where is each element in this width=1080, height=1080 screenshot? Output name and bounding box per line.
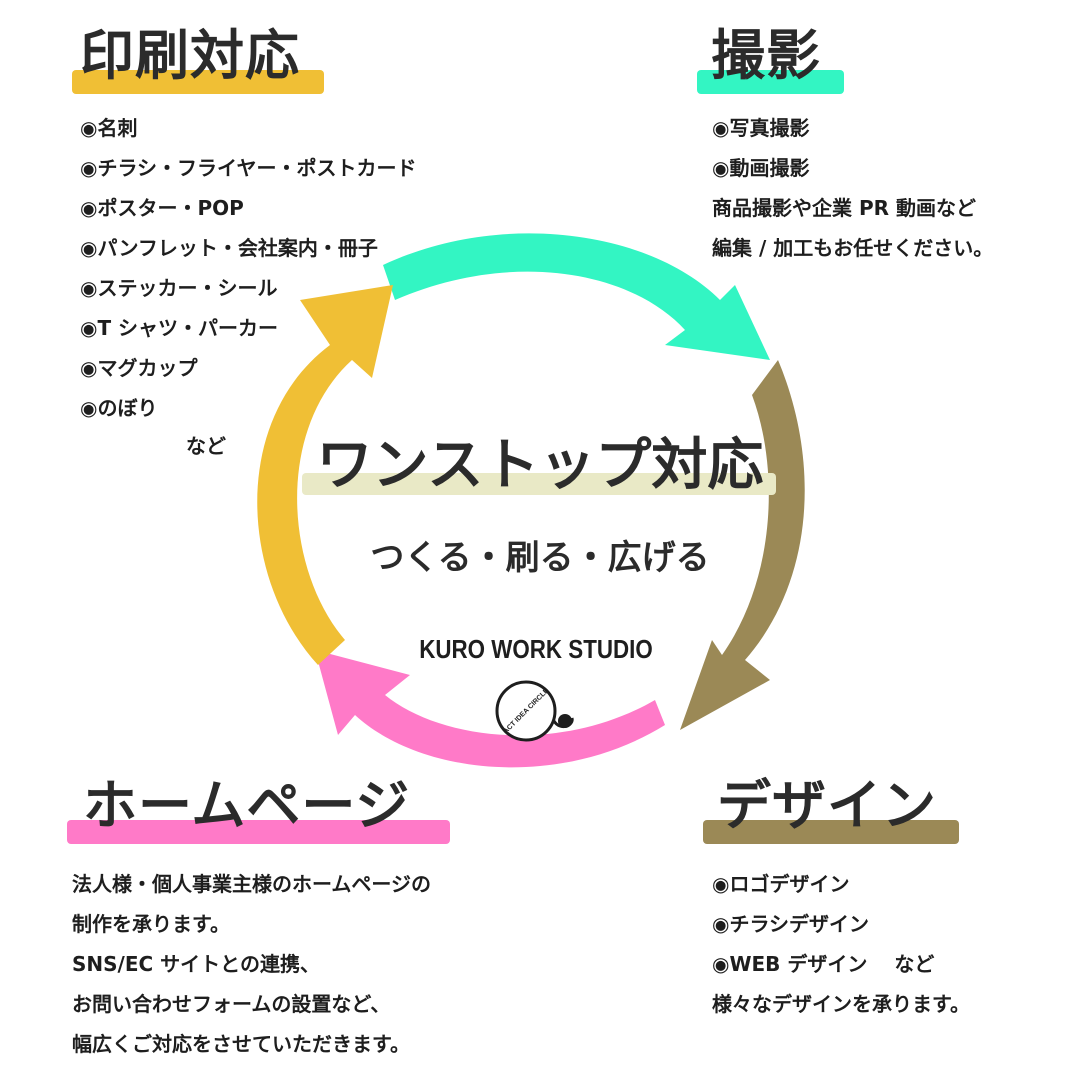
list-item: ◉チラシデザイン [712, 912, 870, 936]
print-heading: 印刷対応 [72, 14, 324, 94]
print-service-list: ◉名刺 ◉チラシ・フライヤー・ポストカード ◉ポスター・POP ◉パンフレット・… [80, 108, 416, 428]
center-title-highlight [302, 473, 776, 495]
print-heading-underline [72, 70, 324, 94]
print-etc-label: など [186, 434, 226, 458]
arrow-photo-to-design [680, 360, 805, 730]
list-item: ◉T シャツ・パーカー [80, 316, 279, 340]
photo-heading-text: 撮影 [711, 24, 821, 87]
list-item: ◉名刺 [80, 116, 138, 140]
web-description-line: 制作を承ります。 [72, 912, 230, 936]
web-description-line: お問い合わせフォームの設置など、 [72, 992, 391, 1016]
arrow-web-to-print [257, 285, 393, 665]
photo-heading-underline [697, 70, 844, 94]
center-subtitle: つくる・刷る・広げる [370, 538, 710, 578]
studio-name: KURO WORK STUDIO [419, 634, 653, 664]
list-item: ◉WEB デザイン など [712, 952, 935, 976]
list-item: ◉ポスター・POP [80, 196, 244, 220]
list-item: ◉写真撮影 [712, 116, 810, 140]
design-heading: デザイン [703, 764, 959, 844]
web-heading: ホームページ [67, 764, 450, 844]
web-description-line: 法人様・個人事業主様のホームページの [72, 872, 431, 896]
design-service-list: ◉ロゴデザイン ◉チラシデザイン ◉WEB デザイン など 様々なデザインを承り… [712, 864, 970, 1024]
design-heading-underline [703, 820, 959, 844]
list-item: ◉チラシ・フライヤー・ポストカード [80, 156, 417, 180]
web-description-line: SNS/EC サイトとの連携、 [72, 952, 320, 976]
design-heading-text: デザイン [717, 774, 937, 837]
web-description-line: 幅広くご対応をさせていただきます。 [72, 1032, 410, 1056]
photo-heading: 撮影 [697, 14, 844, 94]
list-item: 商品撮影や企業 PR 動画など [712, 196, 976, 220]
center-title: ワンストップ対応 [316, 433, 764, 498]
list-item: ◉ステッカー・シール [80, 276, 278, 300]
list-item: 様々なデザインを承ります。 [712, 992, 970, 1016]
list-item: ◉マグカップ [80, 356, 198, 380]
arrow-design-to-web [315, 650, 665, 768]
studio-logo: ACT IDEA CIRCLE [495, 680, 574, 742]
web-heading-text: ホームページ [83, 774, 411, 837]
arrow-print-to-photo [383, 233, 770, 360]
list-item: ◉ロゴデザイン [712, 872, 850, 896]
list-item: 編集 / 加工もお任せください。 [712, 236, 994, 260]
list-item: ◉動画撮影 [712, 156, 810, 180]
list-item: ◉のぼり [80, 396, 158, 420]
list-item: ◉パンフレット・会社案内・冊子 [80, 236, 378, 260]
web-heading-underline [67, 820, 450, 844]
web-description: 法人様・個人事業主様のホームページの 制作を承ります。 SNS/EC サイトとの… [72, 871, 431, 1071]
photo-service-list: ◉写真撮影 ◉動画撮影 商品撮影や企業 PR 動画など 編集 / 加工もお任せく… [712, 108, 993, 268]
print-heading-text: 印刷対応 [80, 24, 300, 87]
